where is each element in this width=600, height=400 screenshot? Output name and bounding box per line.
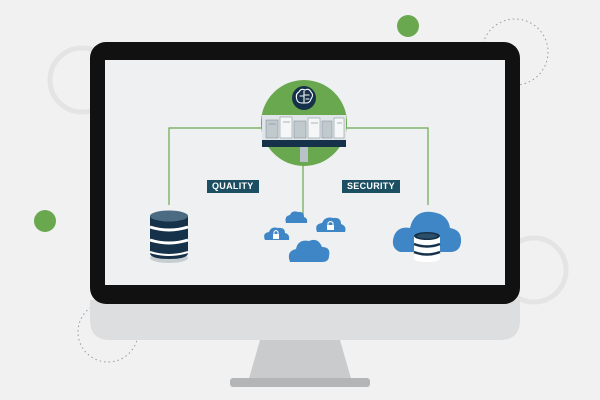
- data-center-buildings-icon: [265, 116, 345, 139]
- cloud-lock-left: [264, 227, 290, 240]
- cloud-top-small: [285, 211, 308, 223]
- connector-right: [346, 127, 429, 205]
- deco-dot-green-left: [34, 210, 56, 232]
- quality-label: QUALITY: [207, 180, 259, 193]
- secure-cloud-cluster-icon: [264, 211, 346, 262]
- cloud-lock-right: [316, 217, 346, 232]
- cloud-main: [288, 239, 330, 262]
- hub-bridge-post: [300, 147, 308, 162]
- database-icon: [149, 210, 189, 263]
- monitor-stand-neck: [248, 340, 352, 382]
- security-label: SECURITY: [342, 180, 400, 193]
- connector-left: [168, 127, 264, 205]
- hub: [261, 80, 347, 166]
- cloud-database-icon: [392, 211, 462, 262]
- hub-road: [262, 140, 346, 147]
- monitor-stand-base: [230, 378, 370, 387]
- connector-lines: [168, 127, 429, 215]
- deco-dot-green-top: [397, 15, 419, 37]
- monitor-chin: [90, 300, 520, 340]
- brain-icon: [295, 88, 314, 104]
